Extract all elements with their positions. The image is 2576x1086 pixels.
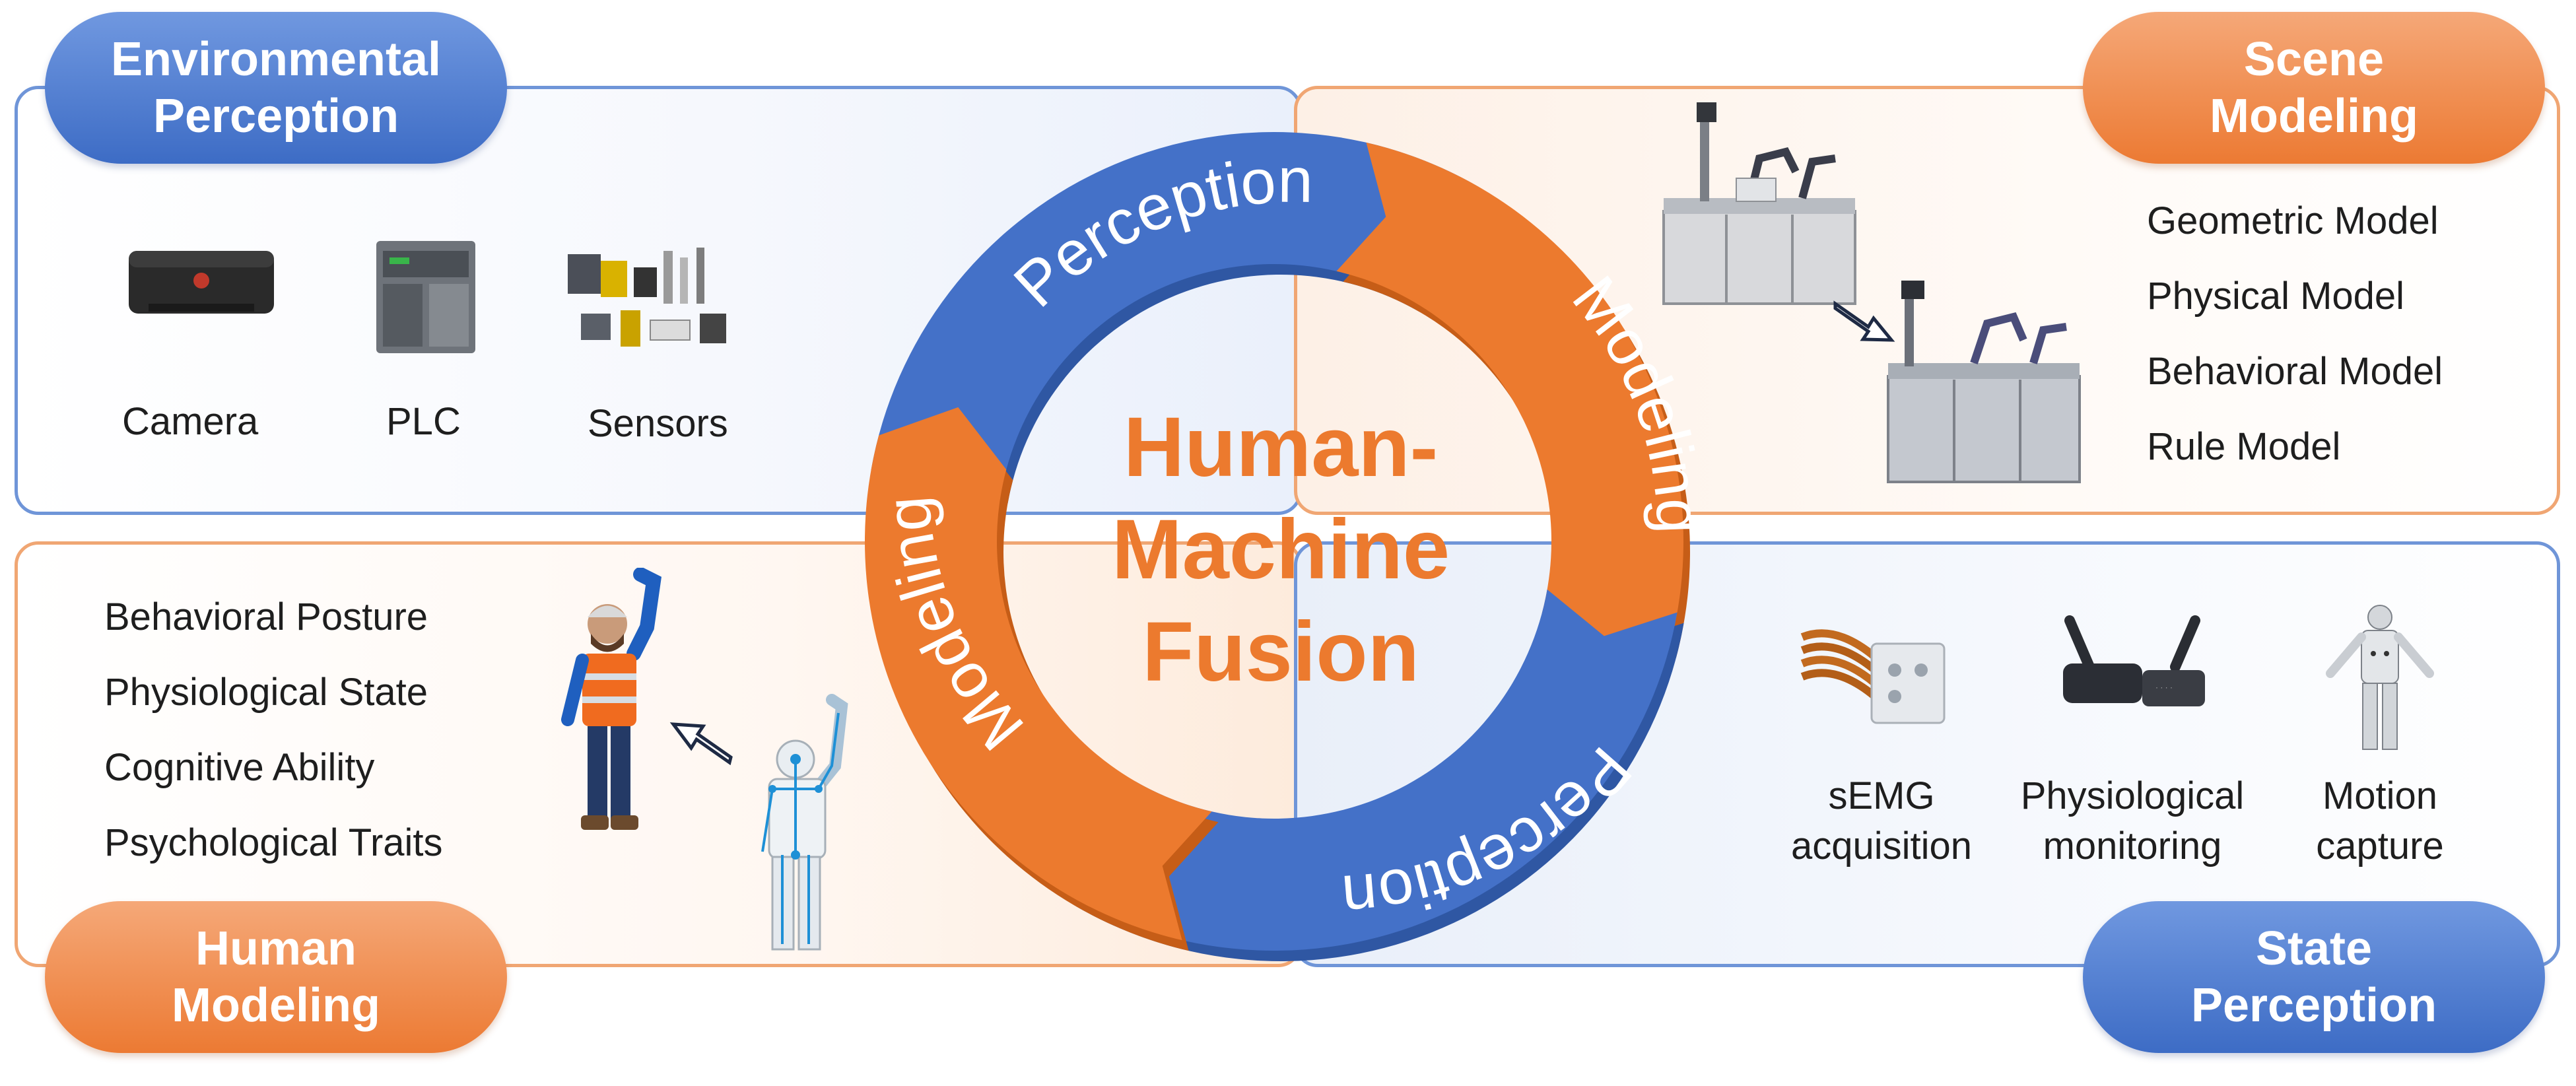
fusion-cycle-diagram: Perception Modeling Perception Modeling: [864, 132, 1714, 961]
motion-capture-suit-icon: [2326, 605, 2434, 750]
digital-scene-model-image: [1887, 281, 2081, 483]
sensors-icon: [568, 248, 726, 347]
list-item: Behavioral Posture: [104, 595, 428, 638]
cycle-segment-perception-top: [871, 132, 1486, 494]
arrow-icon: [669, 722, 733, 766]
list-item: Geometric Model: [2147, 199, 2439, 242]
cycle-segment-modeling-right: [1336, 142, 1683, 676]
camera-label: Camera: [122, 400, 259, 443]
production-line-image: [1662, 102, 1856, 305]
list-item: Behavioral Model: [2147, 350, 2443, 393]
center-title: Human- Machine Fusion: [1111, 400, 1450, 699]
svg-text:· · · ·: · · · ·: [2155, 683, 2173, 692]
arrow-icon: [1833, 300, 1895, 342]
sensors-label: Sensors: [588, 402, 728, 445]
scene-modeling-list: Geometric Model Physical Model Behaviora…: [2147, 198, 2443, 499]
list-item: Physiological State: [104, 671, 428, 714]
cycle-segment-modeling-left: [864, 407, 1212, 941]
plc-icon: [376, 241, 475, 353]
semg-sensor-icon: [1800, 629, 1946, 724]
worker-image: [561, 568, 662, 830]
list-item: Cognitive Ability: [104, 746, 375, 789]
camera-icon: [129, 251, 274, 314]
list-item: Psychological Traits: [104, 821, 443, 864]
list-item: Physical Model: [2147, 275, 2405, 318]
pose-skeleton-image: [761, 694, 848, 951]
human-modeling-list: Behavioral Posture Physiological State C…: [104, 594, 443, 895]
physiological-monitor-icon: · · · ·: [2063, 615, 2205, 706]
cycle-segment-perception-bottom: [1062, 589, 1678, 951]
plc-label: PLC: [386, 400, 461, 443]
list-item: Rule Model: [2147, 425, 2341, 468]
